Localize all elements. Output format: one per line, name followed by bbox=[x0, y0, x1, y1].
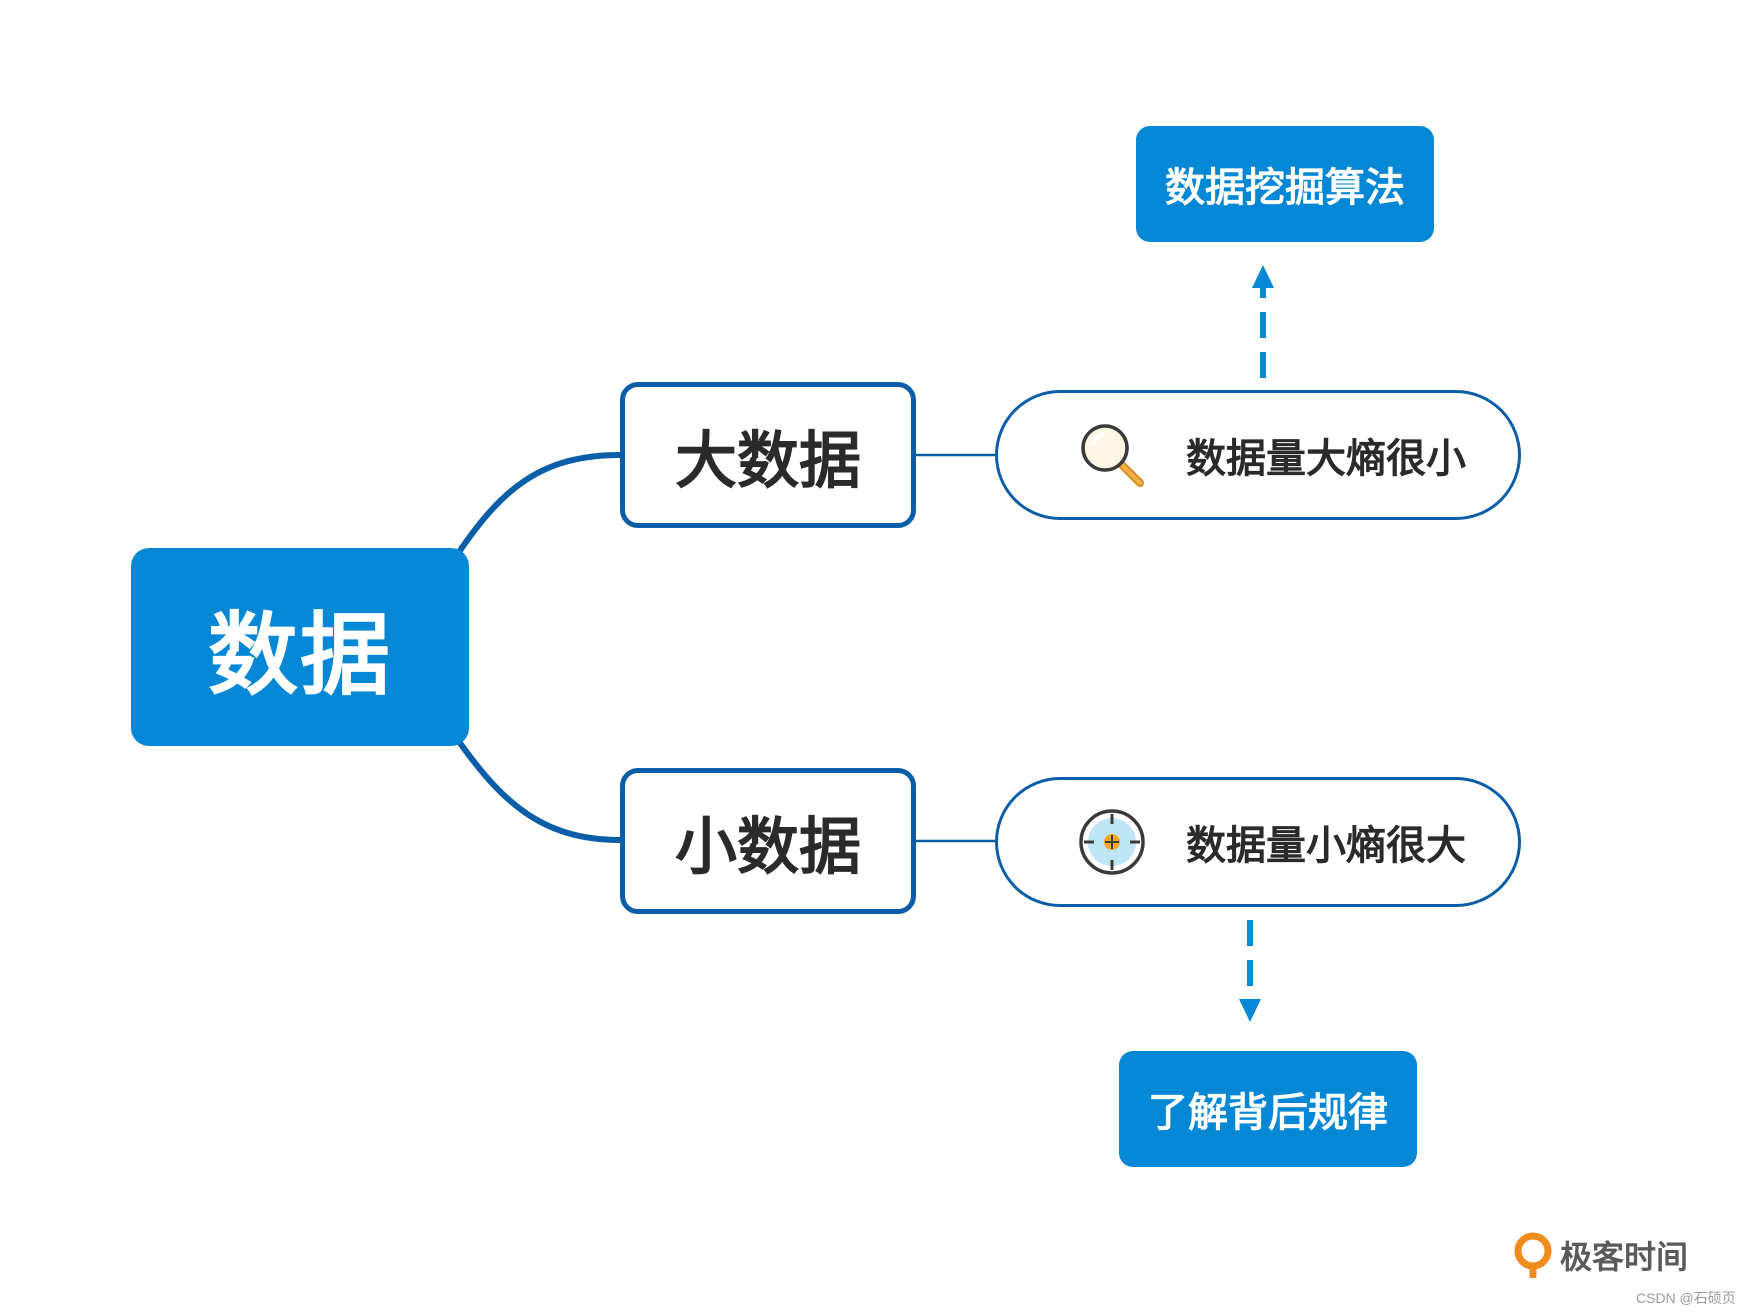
detail-text: 数据量大熵很小 bbox=[1186, 436, 1466, 482]
branch-node-big-data[interactable]: 大数据 bbox=[620, 382, 916, 528]
detail-text: 数据量小熵很大 bbox=[1186, 823, 1466, 869]
branch-node-small-data[interactable]: 小数据 bbox=[620, 768, 916, 914]
detail-node-small-data[interactable]: 数据量小熵很大 bbox=[995, 777, 1521, 907]
result-node-understand-patterns[interactable]: 了解背后规律 bbox=[1119, 1051, 1417, 1167]
result-node-data-mining[interactable]: 数据挖掘算法 bbox=[1136, 126, 1434, 242]
result-label: 了解背后规律 bbox=[1148, 1090, 1388, 1136]
connector-root-to-big-data bbox=[452, 452, 621, 560]
result-label: 数据挖掘算法 bbox=[1165, 165, 1405, 211]
watermark-text: CSDN @石硕页 bbox=[1636, 1290, 1736, 1306]
geektime-logo-icon bbox=[1512, 1232, 1554, 1278]
connector-root-to-small-data bbox=[452, 734, 621, 843]
branch-label: 大数据 bbox=[674, 424, 861, 497]
target-icon bbox=[1076, 806, 1148, 878]
arrow-down-head bbox=[1239, 999, 1261, 1022]
detail-node-big-data[interactable]: 数据量大熵很小 bbox=[995, 390, 1521, 520]
brand-logo: 极客时间 bbox=[1512, 1232, 1688, 1278]
root-node[interactable]: 数据 bbox=[131, 548, 469, 746]
branch-label: 小数据 bbox=[674, 810, 861, 883]
magnifier-icon bbox=[1076, 419, 1148, 491]
root-label: 数据 bbox=[208, 603, 392, 708]
arrow-up-head bbox=[1252, 265, 1274, 288]
brand-logo-text: 极客时间 bbox=[1560, 1238, 1689, 1276]
